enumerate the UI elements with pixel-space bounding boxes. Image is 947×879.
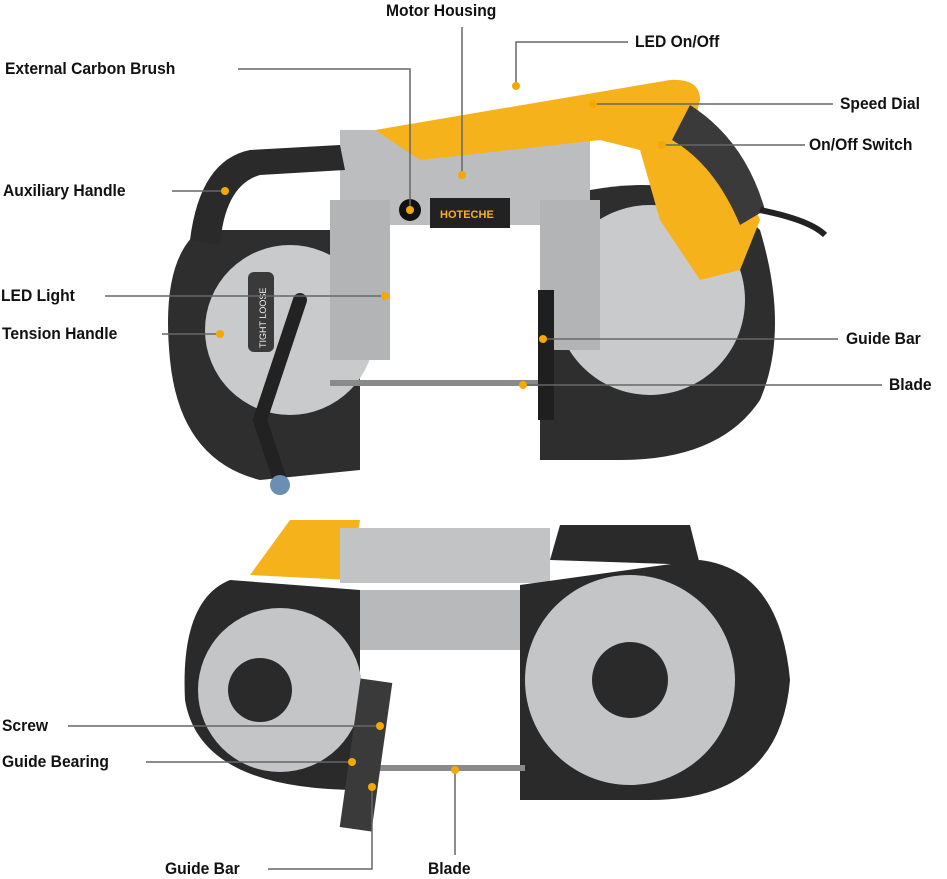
label-blade-top: Blade: [889, 375, 932, 394]
label-guide-bar-bottom: Guide Bar: [165, 859, 240, 878]
tension-marks: TIGHT LOOSE: [258, 288, 268, 348]
label-auxiliary-handle: Auxiliary Handle: [3, 181, 126, 200]
left-hub: [228, 658, 292, 722]
callout-dots: [216, 82, 666, 791]
aux-handle-bottom: [550, 525, 700, 565]
left-frame: [330, 200, 390, 360]
top-blade: [330, 380, 545, 386]
label-external-carbon-brush: External Carbon Brush: [5, 59, 176, 78]
label-led-on-off: LED On/Off: [635, 32, 720, 51]
label-screw: Screw: [2, 716, 49, 735]
label-speed-dial: Speed Dial: [840, 94, 920, 113]
motor-block: [340, 528, 550, 583]
tension-handle[interactable]: [248, 272, 274, 352]
bottom-saw-view: [184, 520, 790, 832]
brand-plate: [430, 198, 510, 228]
power-cord: [759, 207, 828, 238]
label-blade-bottom: Blade: [428, 859, 471, 878]
label-tension-handle: Tension Handle: [2, 324, 118, 343]
crank-arm: [252, 293, 307, 487]
crank-knob: [270, 475, 290, 495]
label-motor-housing: Motor Housing: [386, 1, 497, 20]
label-guide-bar-top: Guide Bar: [846, 329, 921, 348]
brand-logo: HOTECHE: [440, 209, 494, 221]
upper-handle: [250, 520, 360, 580]
top-guide-bar: [538, 290, 554, 420]
main-handle: [375, 79, 760, 280]
auxiliary-handle: [190, 145, 345, 245]
grip: [672, 105, 765, 225]
leader-lines: [68, 27, 882, 870]
label-led-light: LED Light: [1, 286, 75, 305]
bottom-guide-bar: [339, 678, 393, 832]
top-saw-view: HOTECHE TIGHT LOOSE: [168, 79, 828, 495]
right-hub: [592, 642, 668, 718]
center-plate: [360, 590, 520, 650]
label-guide-bearing: Guide Bearing: [2, 752, 109, 771]
label-on-off-switch: On/Off Switch: [809, 135, 913, 154]
bottom-blade: [360, 765, 525, 771]
